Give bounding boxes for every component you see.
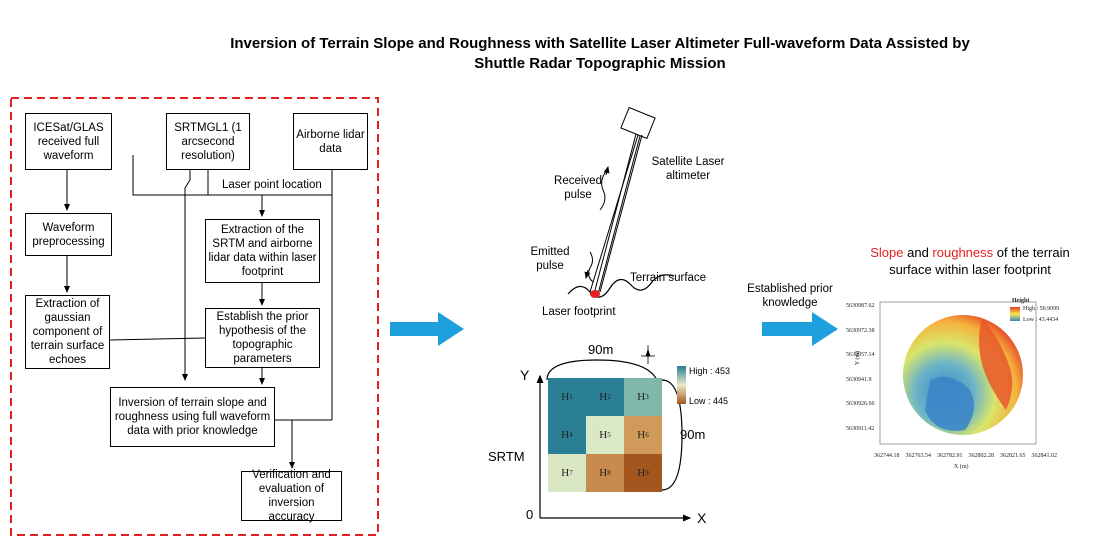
laser-footprint-dot — [590, 290, 600, 298]
cell-sub: 8 — [607, 469, 611, 477]
extraction-srtm-box: Extraction of the SRTM and airborne lida… — [205, 219, 320, 283]
cell-label: H — [637, 429, 646, 441]
srtm-label: SRTM — [488, 449, 525, 464]
cell-sub: 5 — [607, 431, 611, 439]
cell-label: H — [561, 391, 570, 403]
flowchart-connectors — [64, 155, 333, 469]
north-arrow-icon — [641, 345, 655, 364]
x-tick-label: 362821.65 — [1000, 453, 1026, 459]
grid-width-label: 90m — [588, 342, 614, 357]
y-tick-label: 5630957.14 — [846, 352, 875, 358]
result-title-line-2: surface within laser footprint — [889, 262, 1051, 277]
result-legend-high: High : 50.9099 — [1023, 306, 1060, 312]
x-tick-label: 362782.91 — [937, 453, 963, 459]
big-arrow-2 — [762, 312, 838, 346]
cell-label: H — [599, 429, 608, 441]
srtm-axes — [536, 359, 692, 522]
slope-word: Slope — [870, 245, 904, 260]
preprocessing-box: Waveform preprocessing — [25, 213, 112, 256]
title-rest: of the terrain — [993, 245, 1070, 260]
and-word: and — [903, 245, 933, 260]
satellite-altimeter-label: Satellite Laser altimeter — [651, 156, 725, 182]
y-tick-label: 5630941.9 — [846, 376, 872, 383]
satellite-illustration — [567, 106, 675, 298]
cell-label: H — [637, 391, 646, 403]
y-tick-label: 5630926.66 — [846, 401, 875, 407]
cell-sub: 7 — [569, 469, 573, 477]
result-legend-low: Low : 43.4434 — [1023, 317, 1059, 323]
cell-label: H — [599, 391, 608, 403]
cell-sub: 2 — [607, 393, 611, 401]
srtm-high-label: High : 453 — [689, 366, 731, 376]
grid-height-label: 90m — [680, 427, 706, 442]
cell-sub: 6 — [645, 431, 649, 439]
srtm-low-label: Low : 445 — [689, 396, 729, 406]
laser-footprint-label: Laser footprint — [542, 306, 616, 318]
roughness-word: roughness — [932, 245, 994, 260]
cell-sub: 4 — [569, 431, 573, 439]
y-tick-label: 5630911.42 — [846, 425, 875, 432]
cell-label: H — [561, 429, 570, 441]
cell-label: H — [637, 467, 646, 479]
received-pulse-label: Received pulse — [554, 175, 602, 201]
x-tick-label: 362763.54 — [905, 453, 932, 459]
cell-sub: 1 — [569, 393, 573, 401]
cell-sub: 3 — [645, 393, 649, 401]
result-x-label: X (m) — [954, 464, 969, 470]
result-colorbar — [1010, 307, 1020, 321]
y-axis-label: Y — [520, 367, 530, 383]
big-arrow-1 — [390, 312, 464, 346]
icesat-box: ICESat/GLAS received full waveform — [25, 113, 112, 170]
laser-point-location-label: Laser point location — [222, 179, 322, 191]
established-prior-label: Established prior knowledge — [747, 283, 833, 309]
x-axis-label: X — [697, 510, 707, 526]
emitted-pulse-label: Emitted pulse — [530, 246, 570, 272]
gaussian-box: Extraction of gaussian component of terr… — [25, 295, 110, 369]
prior-hypothesis-box: Establish the prior hypothesis of the to… — [205, 308, 320, 368]
y-tick-label: 5630987.62 — [846, 303, 875, 309]
diagram-title: Inversion of Terrain Slope and Roughness… — [220, 34, 980, 74]
cell-sub: 9 — [645, 469, 649, 477]
inversion-box: Inversion of terrain slope and roughness… — [110, 387, 275, 447]
result-legend-title: Height — [1012, 298, 1030, 304]
x-tick-label: 362802.28 — [968, 453, 995, 459]
origin-label: 0 — [526, 507, 534, 522]
flowchart-border — [10, 97, 379, 536]
y-tick-label: 5630972.38 — [846, 327, 875, 334]
srtm-colorbar — [677, 366, 686, 404]
lidar-box: Airborne lidar data — [293, 113, 368, 170]
srtm-source-box: SRTMGL1 (1 arcsecond resolution) — [166, 113, 250, 170]
x-tick-label: 362841.02 — [1031, 453, 1058, 459]
cell-label: H — [561, 467, 570, 479]
title-line-2: Shuttle Radar Topographic Mission — [474, 55, 726, 72]
x-tick-label: 362744.18 — [874, 453, 900, 459]
terrain-surface-label: Terrain surface — [630, 272, 707, 284]
result-title: Slope and roughness of the terrain surfa… — [852, 244, 1088, 278]
title-line-1: Inversion of Terrain Slope and Roughness… — [230, 35, 970, 52]
verification-box: Verification and evaluation of inversion… — [241, 469, 342, 523]
cell-label: H — [599, 467, 608, 479]
